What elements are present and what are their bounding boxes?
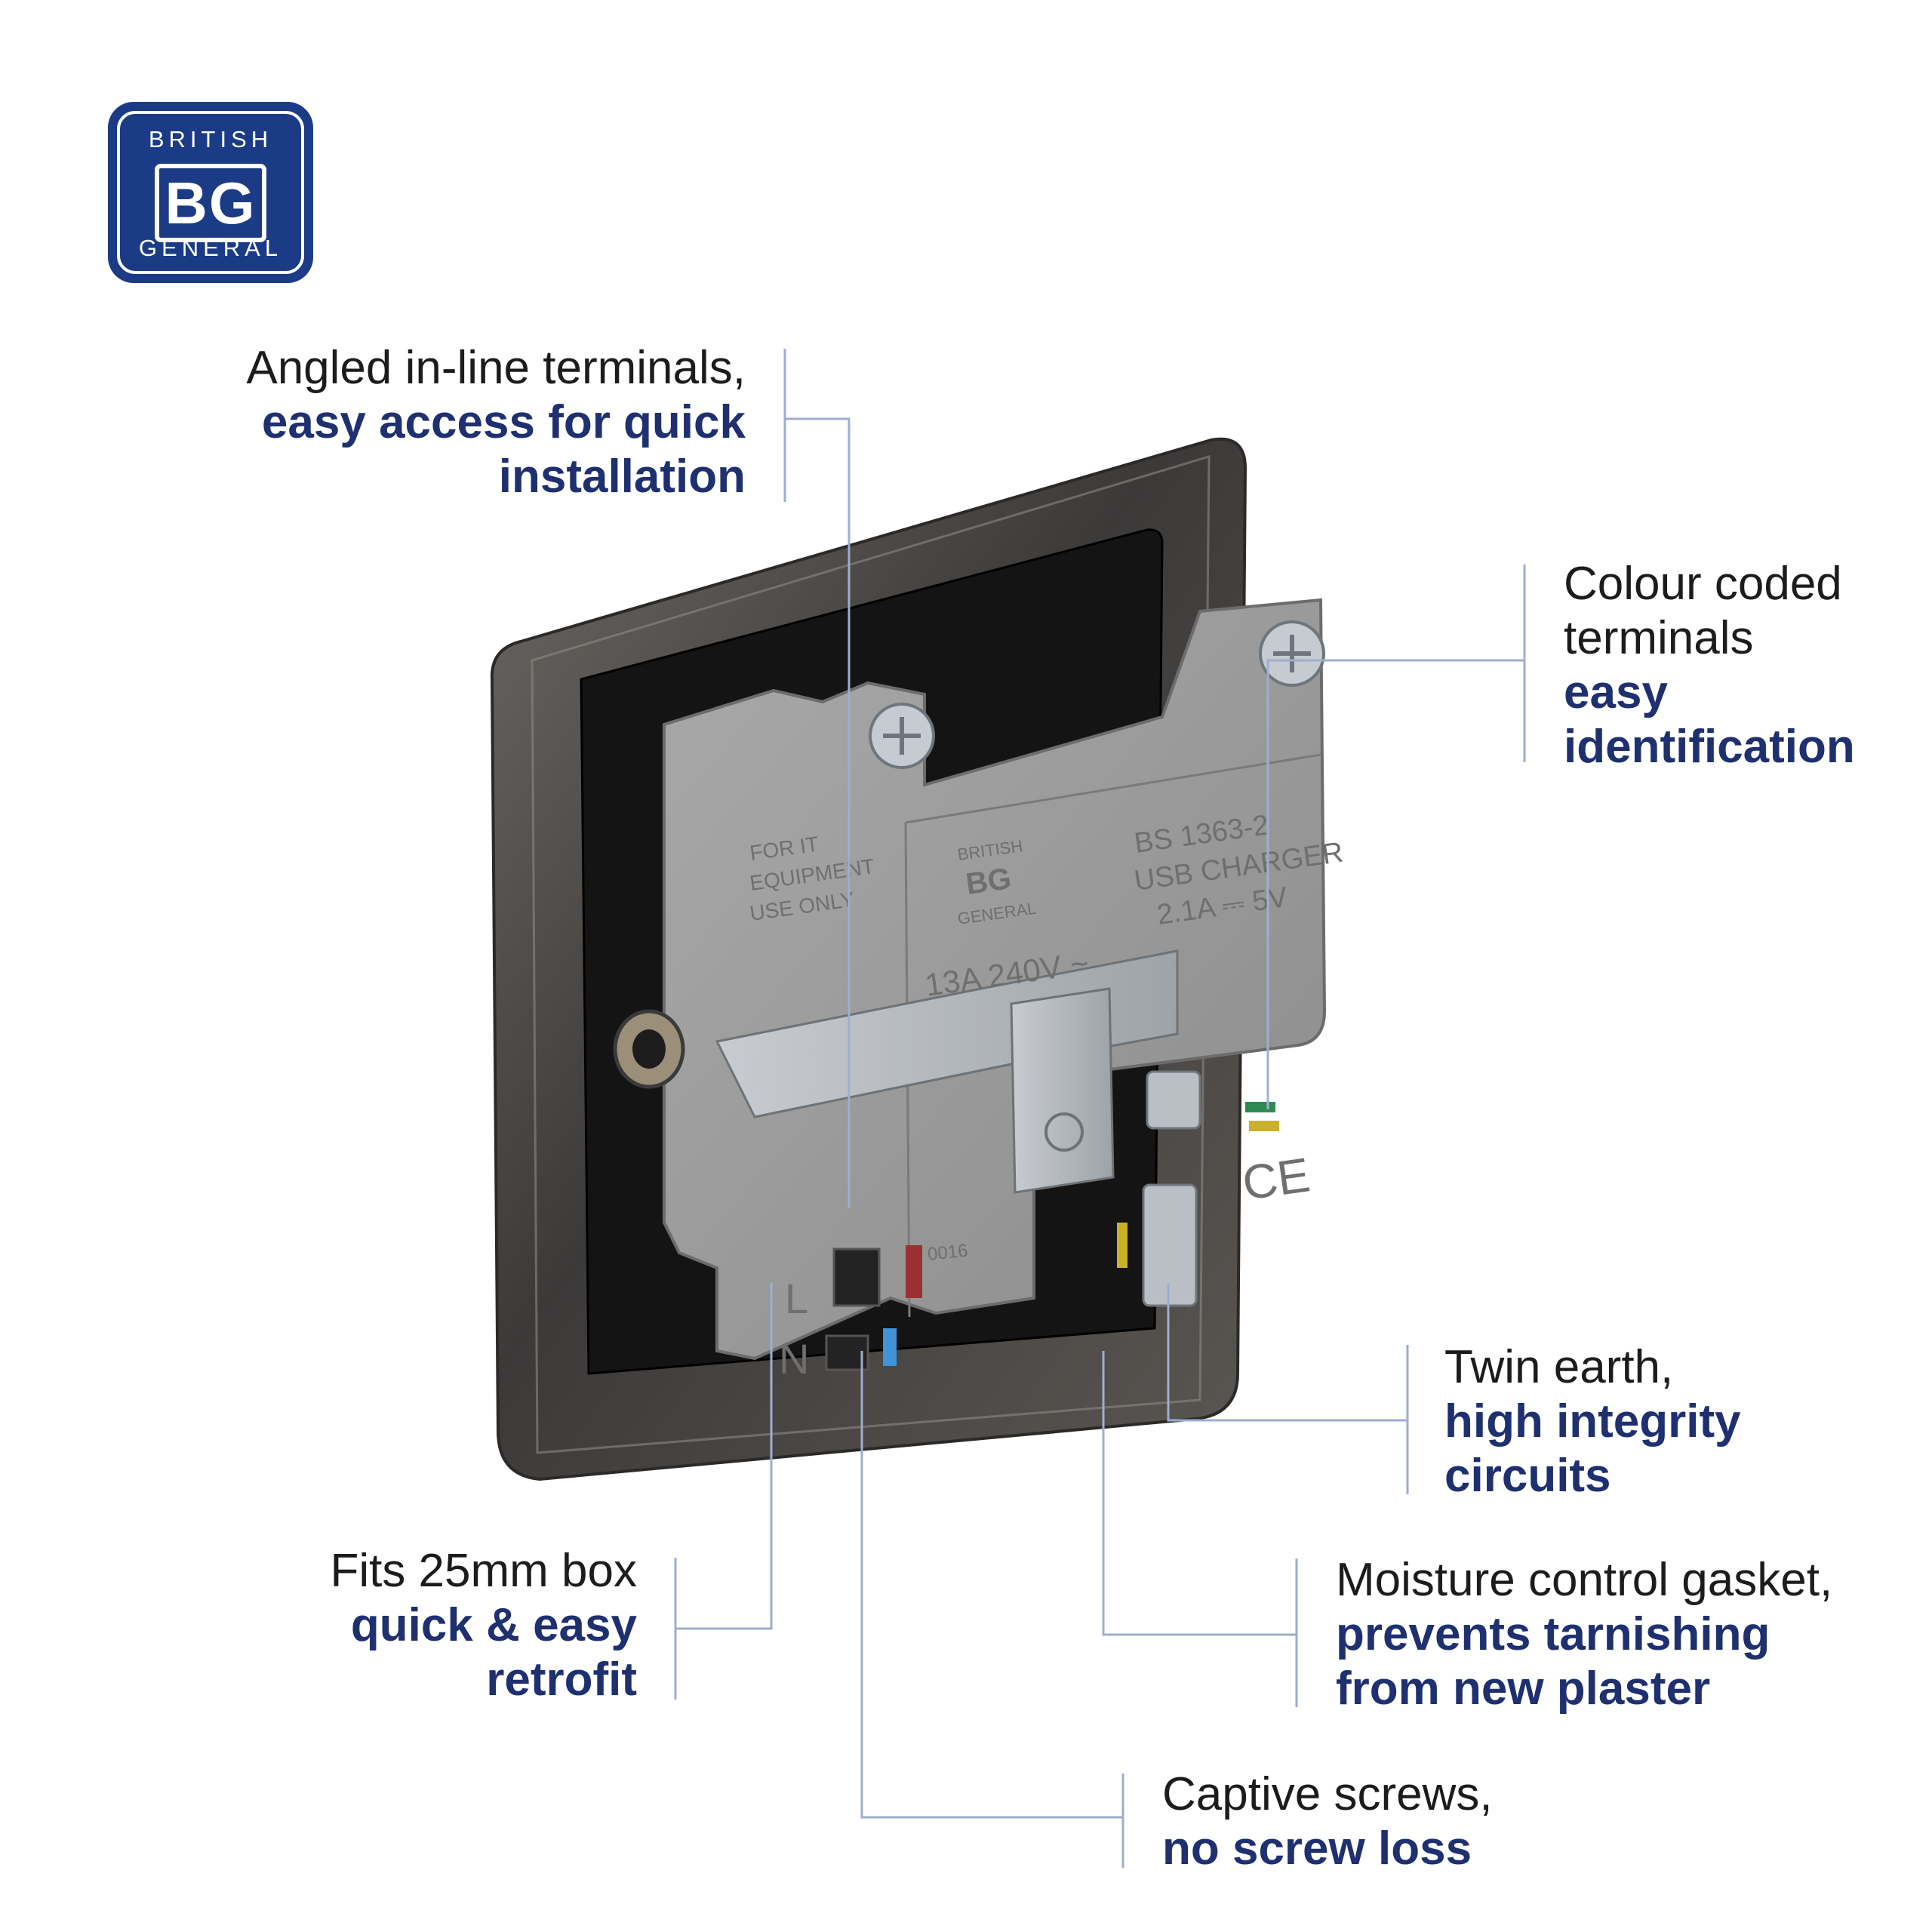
logo-monogram-text: BG	[165, 170, 257, 236]
callout-earth: Twin earth, high integrity circuits	[1444, 1340, 1741, 1503]
earth-screw-upper	[1146, 1070, 1201, 1130]
callout-colour-line4: identification	[1564, 721, 1855, 773]
logo-border: BRITISH BG GENERAL	[117, 111, 304, 274]
callout-gasket-line2: prevents tarnishing	[1336, 1608, 1770, 1660]
earth-bracket	[715, 949, 1179, 1118]
leader-lines	[674, 349, 1526, 1868]
grey-module	[663, 598, 1327, 1361]
callout-terminals-line1: Angled in-line terminals,	[246, 342, 746, 394]
module-code: 0016	[927, 1241, 969, 1265]
callout-box-line3: retrofit	[486, 1654, 637, 1706]
live-letter: L	[785, 1275, 808, 1322]
leader-colour	[1266, 565, 1526, 1109]
callout-earth-line1: Twin earth,	[1444, 1341, 1674, 1393]
leader-box	[674, 1283, 773, 1700]
neutral-letter: N	[779, 1335, 809, 1383]
callout-screws: Captive screws, no screw loss	[1162, 1767, 1493, 1876]
earth-marker-low	[1117, 1223, 1128, 1268]
earth-marker-high	[1245, 1102, 1275, 1112]
leader-screws	[860, 1351, 1124, 1868]
callout-gasket: Moisture control gasket, prevents tarnis…	[1336, 1553, 1832, 1716]
callout-gasket-line3: from new plaster	[1336, 1663, 1711, 1715]
screw-top-left	[869, 703, 935, 769]
callout-box-line1: Fits 25mm box	[330, 1545, 637, 1597]
callout-gasket-line1: Moisture control gasket,	[1336, 1554, 1833, 1606]
callout-box: Fits 25mm box quick & easy retrofit	[330, 1544, 637, 1707]
callout-colour: Colour coded terminals easy identificati…	[1564, 557, 1855, 774]
leader-gasket	[1102, 1351, 1298, 1707]
british-general-logo: BRITISH BG GENERAL	[108, 102, 313, 283]
callout-earth-line2: high integrity	[1444, 1395, 1741, 1447]
callout-terminals: Angled in-line terminals, easy access fo…	[246, 341, 746, 504]
leader-terminals	[783, 349, 851, 1208]
module-brand-mid: BG	[964, 862, 1014, 901]
ce-mark: CE	[1239, 1147, 1313, 1211]
callout-screws-line2: no screw loss	[1162, 1823, 1472, 1875]
callout-terminals-line3: installation	[498, 451, 746, 503]
callout-screws-line1: Captive screws,	[1162, 1768, 1493, 1820]
logo-top-text: BRITISH	[148, 126, 273, 152]
earth-screw-lower	[1142, 1183, 1198, 1307]
live-marker	[906, 1245, 922, 1298]
callout-colour-line1: Colour coded	[1564, 558, 1842, 610]
leader-earth	[1167, 1283, 1409, 1494]
callout-box-line2: quick & easy	[350, 1599, 637, 1651]
callout-terminals-line2: easy access for quick	[261, 396, 746, 448]
callout-earth-line3: circuits	[1444, 1450, 1611, 1502]
logo-bottom-text: GENERAL	[138, 235, 283, 261]
neutral-marker	[883, 1328, 897, 1366]
screw-top-right	[1259, 620, 1325, 687]
live-terminal-slot	[832, 1247, 881, 1307]
callout-colour-line2: terminals	[1564, 612, 1754, 664]
logo-monogram: BG	[155, 164, 266, 242]
callout-colour-line3: easy	[1564, 666, 1668, 718]
